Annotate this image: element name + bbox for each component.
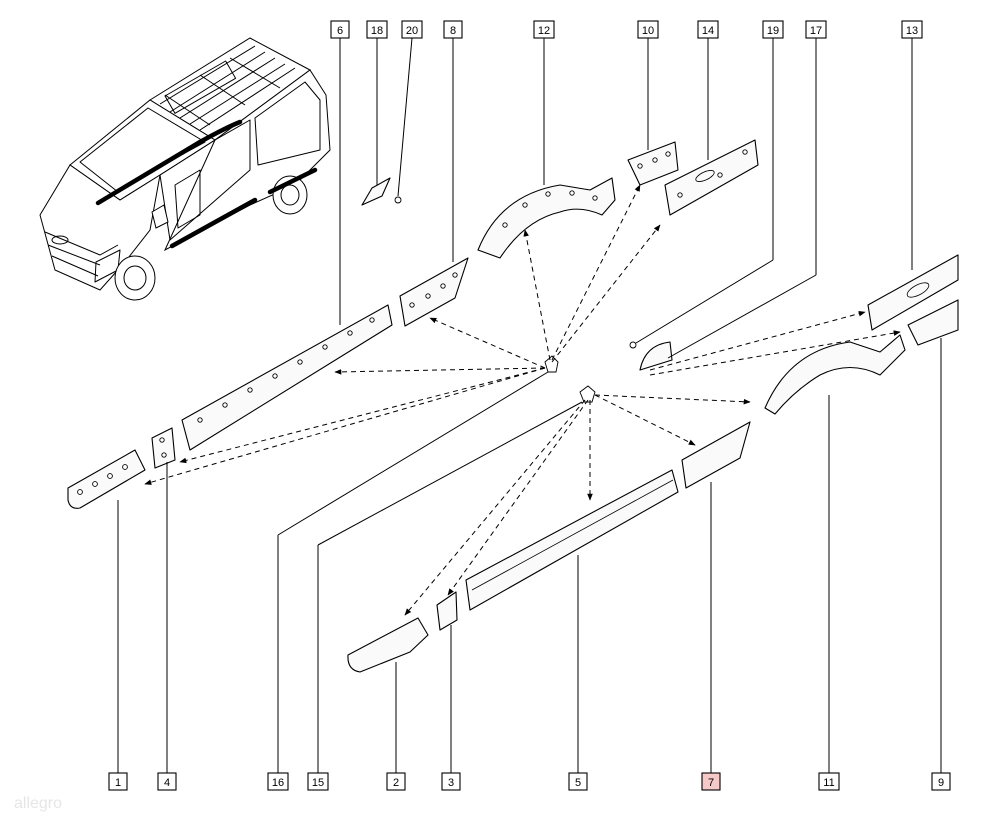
svg-text:10: 10 [642, 25, 654, 37]
callout-19: 19 [762, 20, 784, 39]
svg-text:4: 4 [164, 777, 170, 789]
callout-7: 7 [701, 772, 721, 791]
part-2-front-lower-moulding [347, 617, 429, 673]
part-3-small-panel [436, 591, 458, 631]
watermark: allegro [14, 795, 62, 812]
leader-lines [117, 37, 942, 773]
part-11-wheel-arch [764, 334, 906, 415]
parts-group [67, 139, 959, 673]
clip-upper-center [544, 355, 559, 373]
part-10-panel [627, 141, 679, 186]
callout-3: 3 [441, 772, 461, 791]
callout-4: 4 [157, 772, 177, 791]
part-18-bracket [361, 177, 391, 206]
callouts: 6 18 20 8 12 10 14 19 17 13 1 4 16 15 2 … [108, 20, 951, 791]
svg-text:15: 15 [312, 777, 324, 789]
part-7-panel [681, 421, 751, 489]
callout-6: 6 [330, 20, 350, 39]
svg-text:13: 13 [906, 25, 918, 37]
part-14-panel [664, 139, 759, 216]
callout-15: 15 [307, 772, 329, 791]
part-13-panel [867, 254, 959, 331]
callout-11: 11 [818, 772, 840, 791]
callout-1: 1 [108, 772, 128, 791]
svg-text:1: 1 [115, 777, 121, 789]
assembly-arrows [144, 184, 901, 616]
part-17-cap [639, 341, 673, 371]
part-9-panel [907, 299, 959, 346]
callout-16: 16 [267, 772, 289, 791]
svg-text:9: 9 [938, 777, 944, 789]
svg-text:17: 17 [810, 25, 822, 37]
part-1-front-moulding [67, 449, 146, 509]
svg-text:7: 7 [708, 777, 714, 789]
clip-lower-center [579, 385, 596, 403]
callout-12: 12 [533, 20, 555, 39]
callout-17: 17 [805, 20, 827, 39]
svg-text:12: 12 [538, 25, 550, 37]
svg-text:8: 8 [450, 25, 456, 37]
part-20-screw [394, 196, 402, 204]
svg-text:20: 20 [406, 25, 418, 37]
callout-18: 18 [366, 20, 388, 39]
part-5-long-moulding [465, 469, 679, 611]
part-12-wheel-arch [477, 177, 616, 259]
svg-text:14: 14 [702, 25, 714, 37]
svg-text:6: 6 [337, 25, 343, 37]
callout-8: 8 [443, 20, 463, 39]
callout-2: 2 [386, 772, 406, 791]
part-6-long-moulding [181, 304, 393, 451]
svg-text:5: 5 [575, 777, 581, 789]
svg-text:19: 19 [767, 25, 779, 37]
callout-13: 13 [901, 20, 923, 39]
svg-text:2: 2 [393, 777, 399, 789]
part-19-screw [629, 341, 637, 349]
part-8-panel [399, 257, 469, 327]
van-illustration [39, 37, 331, 301]
part-4-small-panel [151, 427, 176, 469]
callout-10: 10 [637, 20, 659, 39]
svg-text:16: 16 [272, 777, 284, 789]
svg-text:11: 11 [823, 777, 834, 789]
svg-text:18: 18 [371, 25, 383, 37]
callout-9: 9 [931, 772, 951, 791]
callout-20: 20 [401, 20, 423, 39]
callout-14: 14 [697, 20, 719, 39]
svg-text:3: 3 [448, 777, 454, 789]
callout-5: 5 [568, 772, 588, 791]
